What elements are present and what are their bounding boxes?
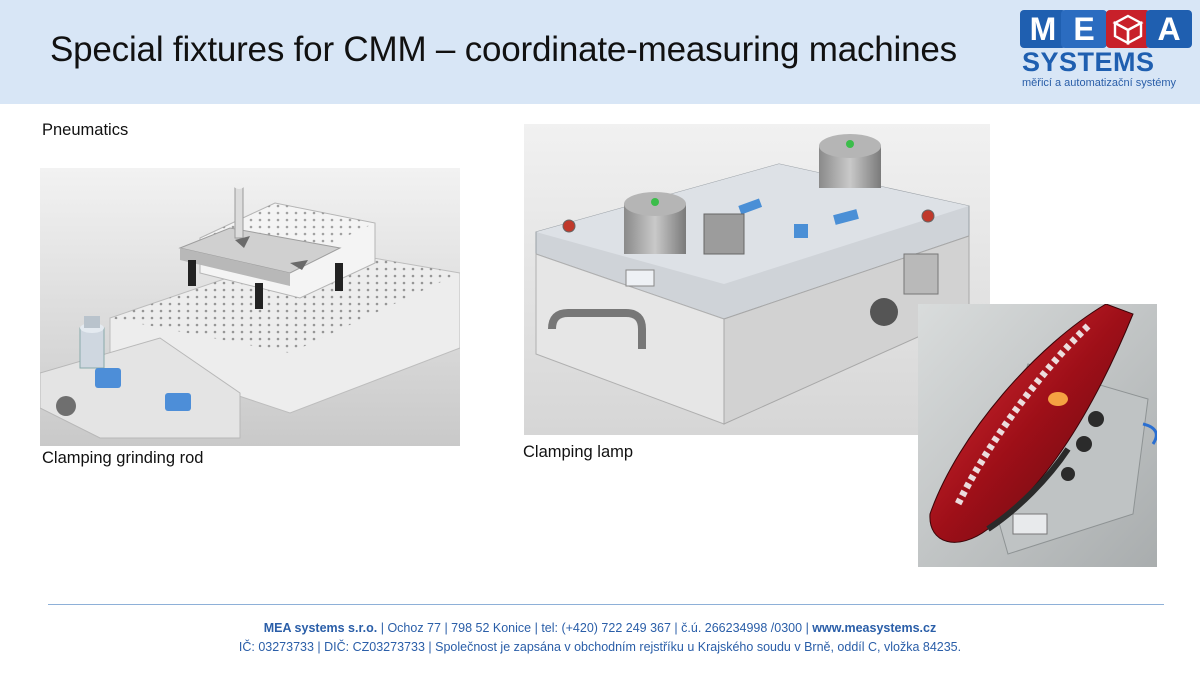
- footer-divider: [48, 604, 1164, 605]
- logo-tagline: měřicí a automatizační systémy: [1022, 77, 1177, 89]
- section-label: Pneumatics: [42, 121, 129, 139]
- logo-letter-e: E: [1061, 10, 1107, 48]
- footer-account: č.ú. 266234998 /0300: [681, 621, 803, 635]
- separator: |: [670, 621, 682, 635]
- footer-street: Ochoz 77: [387, 621, 441, 635]
- lamp-caption: Clamping lamp: [523, 443, 634, 461]
- separator: |: [531, 621, 542, 635]
- cube-icon: [1106, 10, 1150, 48]
- grinding-rod-fixture-render-icon: [40, 168, 460, 446]
- separator: |: [440, 621, 452, 635]
- separator: |: [802, 621, 813, 635]
- separator: |: [424, 640, 436, 654]
- car-tail-lamp-photo-icon: [918, 304, 1157, 567]
- tail-lamp-photo: [918, 304, 1157, 567]
- grinding-rod-fixture-image: [40, 168, 460, 446]
- footer-dic: DIČ: CZ03273733: [324, 640, 425, 654]
- footer-registry-line: IČ: 03273733 | DIČ: CZ03273733 | Společn…: [0, 640, 1200, 654]
- separator: |: [313, 640, 325, 654]
- logo-letter-m: M: [1020, 10, 1066, 48]
- page-title: Special fixtures for CMM – coordinate-me…: [50, 30, 957, 69]
- logo-letter-a: A: [1146, 10, 1192, 48]
- header-band: Special fixtures for CMM – coordinate-me…: [0, 0, 1200, 104]
- footer-registry: Společnost je zapsána v obchodním rejstř…: [435, 640, 962, 654]
- lamp-fixture-render-icon: [524, 124, 990, 435]
- grinding-rod-caption: Clamping grinding rod: [42, 449, 204, 467]
- footer-city: 798 52 Konice: [451, 621, 532, 635]
- logo-wordmark: SYSTEMS: [1022, 47, 1155, 77]
- company-logo: M E A SYSTEMS měřicí a automatizační sys…: [1020, 10, 1192, 94]
- lamp-fixture-image: [524, 124, 990, 435]
- footer-contact-line: MEA systems s.r.o. | Ochoz 77 | 798 52 K…: [0, 621, 1200, 635]
- separator: |: [377, 621, 388, 635]
- footer-ico: IČ: 03273733: [238, 640, 314, 654]
- footer-phone[interactable]: tel: (+420) 722 249 367: [541, 621, 671, 635]
- footer-website-link[interactable]: www.measystems.cz: [812, 621, 937, 635]
- footer-company: MEA systems s.r.o.: [263, 621, 378, 635]
